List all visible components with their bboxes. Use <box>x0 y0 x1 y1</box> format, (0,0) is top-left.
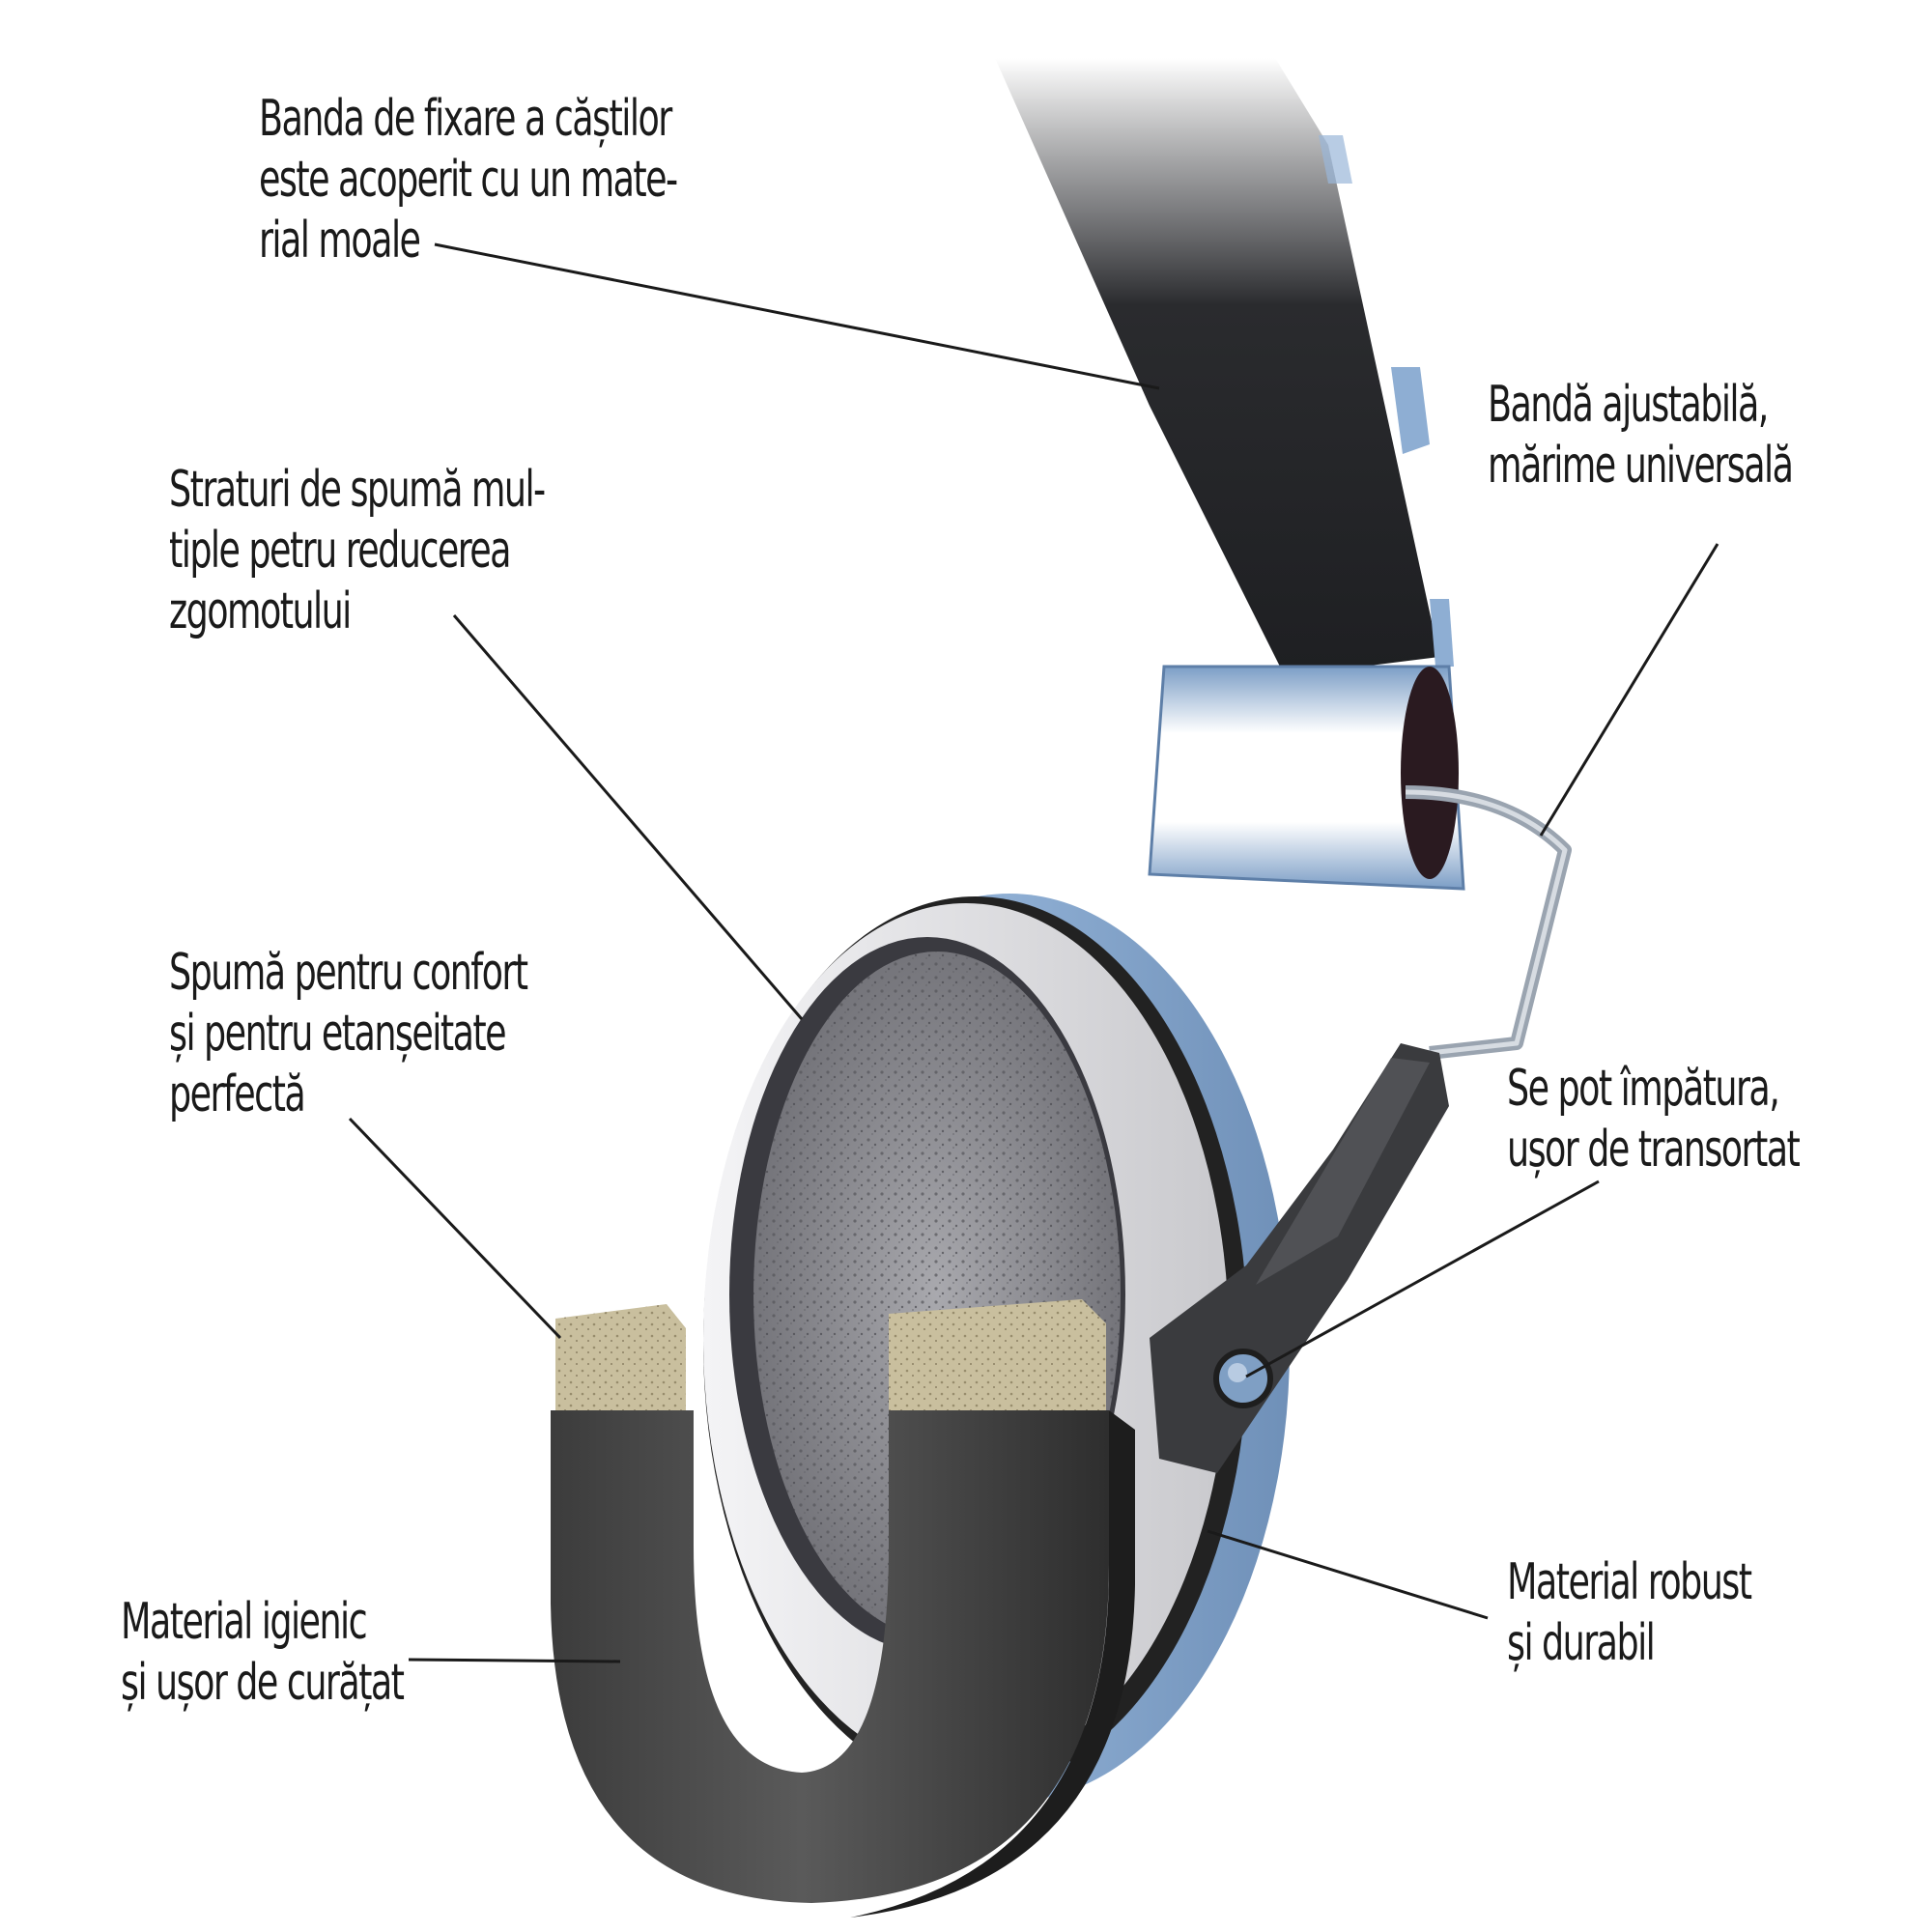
callout-line: Bandă ajustabilă, <box>1488 376 1769 434</box>
callout-line: și pentru etanșeitate <box>169 1005 507 1063</box>
callout-hygienic: Material igienic și ușor de curățat <box>121 1592 405 1714</box>
callout-line: tiple petru reducerea <box>169 522 512 580</box>
callout-headband-soft: Banda de fixare a căștilor este acoperit… <box>259 89 678 271</box>
callout-line: Spumă pentru confort <box>169 944 528 1002</box>
fold-arm <box>1150 1043 1449 1473</box>
callout-line: și durabil <box>1507 1614 1656 1672</box>
callout-line: ușor de transortat <box>1507 1121 1801 1179</box>
callout-line: Straturi de spumă mul- <box>169 461 546 519</box>
callout-foldable: Se pot împătura, ușor de transortat <box>1507 1059 1801 1180</box>
callout-robust: Material robust și durabil <box>1507 1552 1752 1674</box>
callout-comfort-foam: Spumă pentru confort și pentru etanșeita… <box>169 943 528 1125</box>
inner-foam <box>729 937 1125 1652</box>
headband <box>995 58 1454 676</box>
callout-line: mărime universală <box>1488 437 1794 495</box>
callout-line: Se pot împătura, <box>1507 1060 1780 1118</box>
callout-line: este acoperit cu un mate- <box>259 151 678 209</box>
leader-robust <box>1207 1529 1489 1620</box>
callout-line: și ușor de curățat <box>121 1654 405 1712</box>
leader-headband <box>434 242 1160 390</box>
leader-lines <box>348 242 1719 1663</box>
callout-line: Material robust <box>1507 1553 1752 1611</box>
comfort-foam-blocks <box>555 1299 1106 1410</box>
callout-line: perfectă <box>169 1065 306 1123</box>
leader-adjustable <box>1539 543 1719 837</box>
leader-foldable <box>1245 1179 1600 1378</box>
ear-cushion <box>551 1410 1135 1918</box>
callout-foam-layers: Straturi de spumă mul- tiple petru reduc… <box>169 460 546 642</box>
callout-line: zgomotului <box>169 582 352 640</box>
leader-foam-layers <box>452 614 804 1020</box>
adjustable-slider <box>1148 665 1572 1060</box>
callout-line: Material igienic <box>121 1593 368 1651</box>
leader-comfort-foam <box>348 1117 562 1340</box>
callout-adjustable-band: Bandă ajustabilă, mărime universală <box>1488 375 1794 497</box>
callout-line: rial moale <box>259 212 421 270</box>
leader-hygienic <box>408 1658 621 1663</box>
callout-line: Banda de fixare a căștilor <box>259 90 672 148</box>
